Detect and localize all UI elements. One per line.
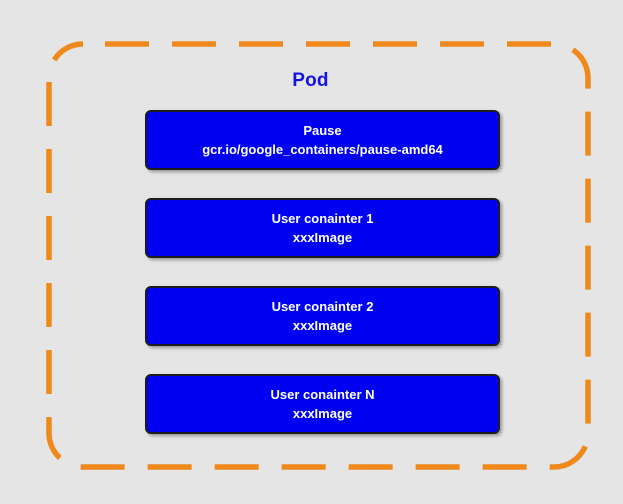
container-image: xxxImage <box>292 230 353 245</box>
user-container-2-box: User conainter 2 xxxImage <box>145 286 500 346</box>
pause-container-box: Pause gcr.io/google_containers/pause-amd… <box>145 110 500 170</box>
pod-dashed-border <box>46 41 591 470</box>
container-name: Pause <box>303 123 342 138</box>
pod-boundary-rect <box>46 41 591 470</box>
user-container-n-box: User conainter N xxxImage <box>145 374 500 434</box>
container-name: User conainter 1 <box>271 211 374 226</box>
container-image: xxxImage <box>292 318 353 333</box>
container-image: gcr.io/google_containers/pause-amd64 <box>202 142 443 157</box>
container-image: xxxImage <box>292 406 353 421</box>
container-name: User conainter N <box>270 387 375 402</box>
container-name: User conainter 2 <box>271 299 374 314</box>
user-container-1-box: User conainter 1 xxxImage <box>145 198 500 258</box>
pod-title: Pod <box>292 70 329 91</box>
container-stack: Pause gcr.io/google_containers/pause-amd… <box>145 110 500 434</box>
